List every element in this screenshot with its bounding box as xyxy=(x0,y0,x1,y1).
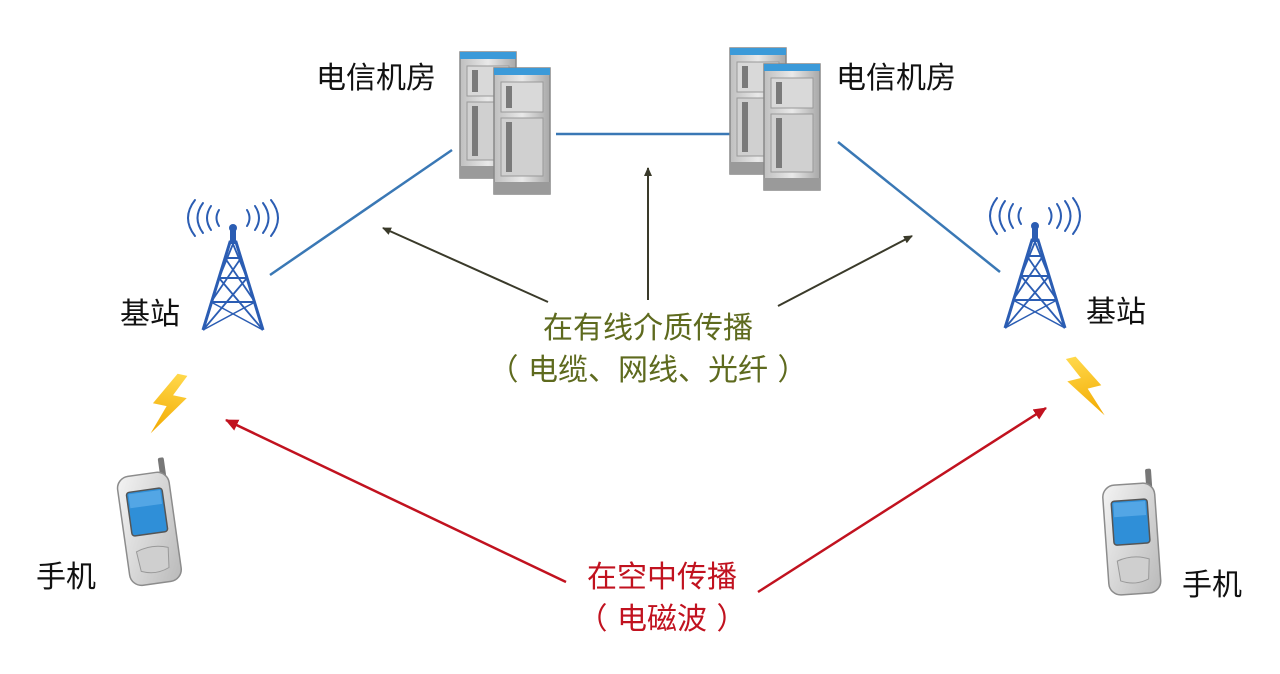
cell-tower-icon xyxy=(201,222,265,332)
wired-arrow-left xyxy=(382,227,549,303)
lightning-icon xyxy=(1062,352,1109,423)
phone-label-left: 手机 xyxy=(36,560,96,595)
link-server-right-to-tower-right xyxy=(837,141,1001,273)
wireless-caption-line2: （ 电磁波 ） xyxy=(577,602,747,637)
tower-label-left: 基站 xyxy=(120,297,180,332)
signal-wave-icon xyxy=(989,197,1081,235)
wireless-caption-line1: 在空中传播 xyxy=(587,560,737,595)
server-rack-icon xyxy=(459,51,551,195)
signal-wave-icon xyxy=(187,199,279,237)
wireless-arrow-right xyxy=(757,406,1047,594)
wired-arrows xyxy=(382,167,913,307)
server-rack-icon xyxy=(729,47,821,191)
lightning-icon xyxy=(146,370,192,440)
wired-caption-line1: 在有线介质传播 xyxy=(543,311,753,346)
wired-caption-line2: （ 电缆、网线、光纤 ） xyxy=(488,353,808,388)
wireless-arrow-left xyxy=(225,418,567,584)
cell-tower-icon xyxy=(1003,220,1067,330)
tower-label-right: 基站 xyxy=(1086,295,1146,330)
server-label-right: 电信机房 xyxy=(836,61,956,96)
server-label-left: 电信机房 xyxy=(316,61,436,96)
mobile-phone-icon xyxy=(1100,467,1163,597)
mobile-phone-icon xyxy=(113,456,184,588)
wireless-arrows xyxy=(225,406,1047,594)
link-tower-left-to-server-left xyxy=(269,148,453,277)
phone-label-right: 手机 xyxy=(1182,568,1242,603)
wired-arrow-right xyxy=(777,235,913,307)
cable-links xyxy=(269,132,1001,277)
